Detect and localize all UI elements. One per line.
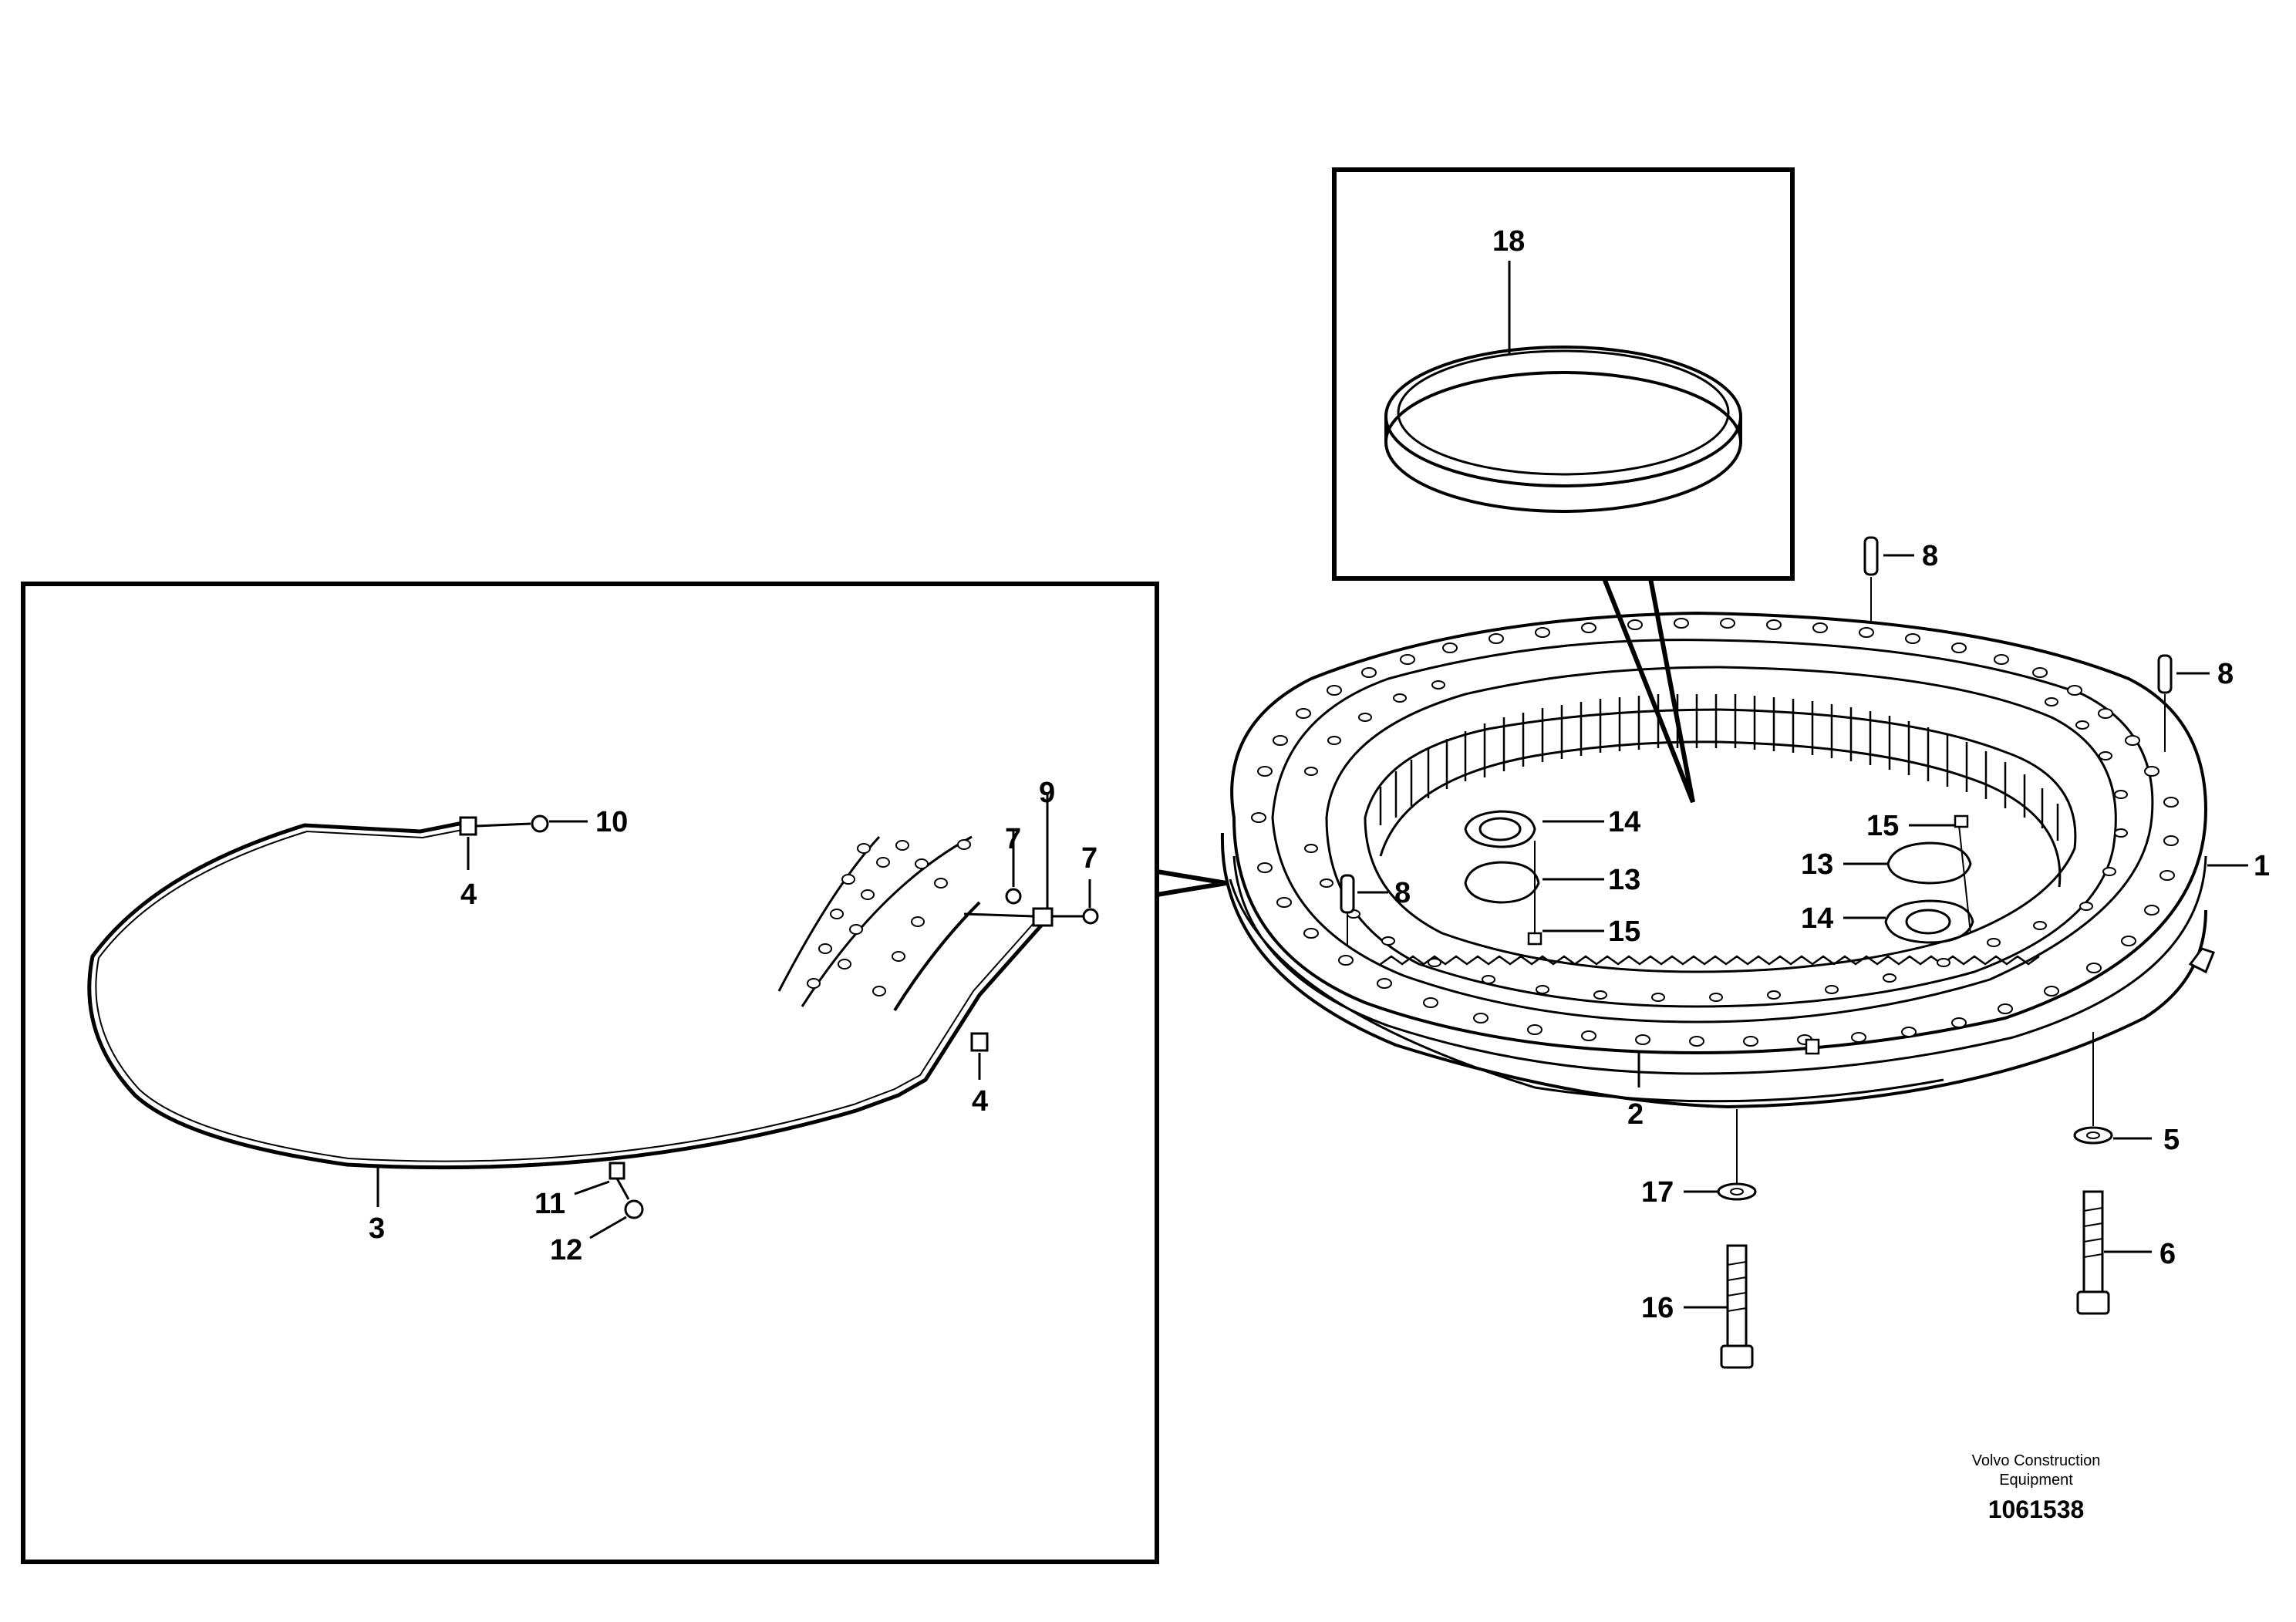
- seal-ring-18: [1384, 346, 1742, 513]
- callout-14-right: 14: [1801, 902, 1833, 935]
- callout-5: 5: [2163, 1124, 2180, 1156]
- bolt-set-left: [1717, 1109, 1757, 1369]
- callout-9: 9: [1039, 777, 1055, 809]
- bolt-set-right: [2073, 1032, 2113, 1315]
- company-name-line2: Equipment: [1999, 1472, 2073, 1489]
- callout-8-right: 8: [2217, 658, 2234, 690]
- gear-teeth: [1379, 694, 2059, 966]
- ring-bolt-holes: [1251, 618, 2179, 1047]
- fitting-connector-lower: [970, 1032, 989, 1052]
- inset-leaders: [376, 794, 1091, 1239]
- callout-14-left: 14: [1608, 806, 1640, 838]
- callout-17: 17: [1641, 1176, 1674, 1209]
- callout-6: 6: [2159, 1238, 2176, 1270]
- callout-18: 18: [1492, 225, 1525, 258]
- callout-1: 1: [2254, 850, 2270, 882]
- inset-ring-holes: [807, 839, 971, 996]
- callout-3: 3: [369, 1212, 385, 1245]
- callout-10: 10: [595, 806, 628, 838]
- drawing-caption: Volvo Construction Equipment 1061538: [1972, 1452, 2101, 1523]
- dowel-pin-right: [2157, 654, 2173, 752]
- callout-11: 11: [534, 1188, 565, 1220]
- tee-fitting: [963, 888, 1099, 927]
- lubrication-detail-inset: [21, 582, 1227, 1564]
- callout-8-left: 8: [1394, 877, 1411, 909]
- callout-4-top: 4: [460, 878, 477, 911]
- callout-16: 16: [1641, 1292, 1674, 1324]
- callout-2: 2: [1627, 1098, 1644, 1131]
- callout-12: 12: [550, 1234, 582, 1266]
- company-name-line1: Volvo Construction: [1972, 1452, 2101, 1469]
- dowel-pin-top: [1863, 536, 1879, 621]
- callout-15-left: 15: [1608, 916, 1640, 948]
- callout-8-top: 8: [1922, 540, 1938, 572]
- callout-13-left: 13: [1608, 864, 1640, 896]
- fitting-connector-top: [459, 814, 549, 836]
- callout-13-right: 13: [1801, 848, 1833, 881]
- part-callouts: 1 2 3 4 4 5 6 7 7 8 8 8 9 10 11 12 13 13…: [369, 225, 2270, 1324]
- main-leaders: [1357, 554, 2248, 1309]
- callout-15-right: 15: [1866, 810, 1899, 842]
- callout-7-right: 7: [1081, 842, 1097, 875]
- clamp-fitting: [609, 1162, 644, 1219]
- slewing-ring-assembly: [1220, 536, 2215, 1109]
- retainer-plate-left: [1464, 810, 1542, 946]
- dowel-pin-left: [1340, 874, 1355, 945]
- retainer-plate-right: [1884, 814, 1974, 944]
- callout-7-left: 7: [1005, 823, 1021, 855]
- seal-detail-inset: [1332, 167, 1795, 804]
- callout-4-lower: 4: [972, 1085, 988, 1118]
- drawing-number: 1061538: [1988, 1496, 2085, 1523]
